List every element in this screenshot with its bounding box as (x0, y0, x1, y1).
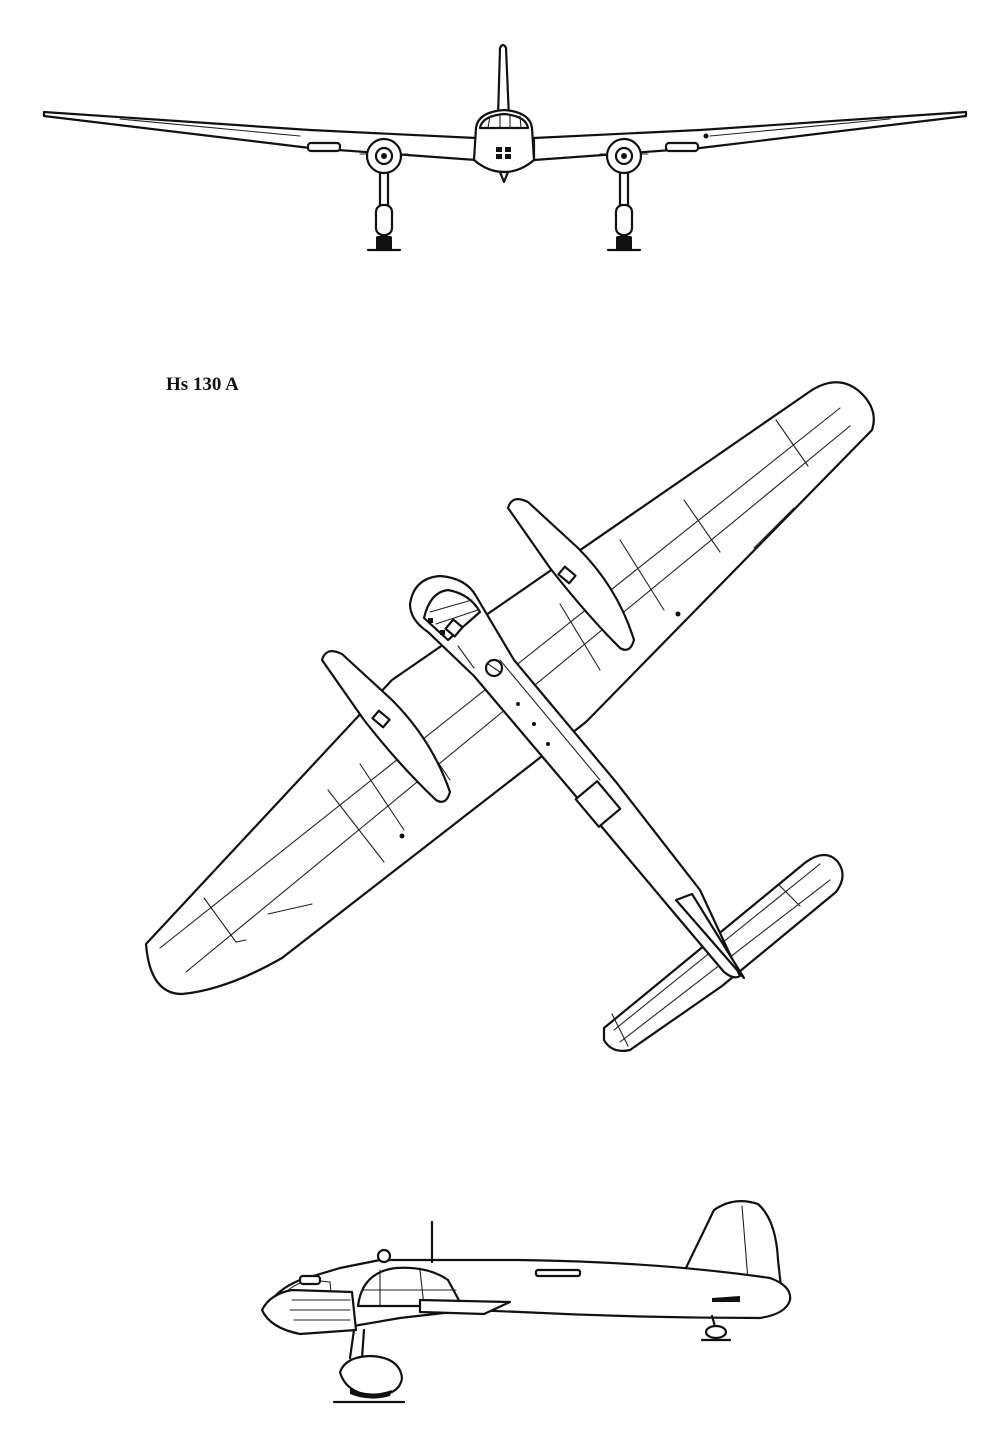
side-main-wheel (338, 1354, 404, 1398)
top-cockpit (422, 588, 482, 642)
front-right-wheel (614, 203, 634, 237)
front-right-flap-fairing (664, 141, 700, 153)
aircraft-designation-label: Hs 130 A (166, 374, 239, 395)
side-dome (376, 1248, 392, 1264)
top-view (144, 381, 875, 1052)
front-fin (496, 43, 511, 120)
front-chin (498, 170, 510, 184)
side-wing-root (418, 1298, 512, 1316)
top-fin (674, 892, 746, 980)
side-canopy (356, 1266, 464, 1308)
side-tail-wheel (704, 1324, 728, 1340)
front-cockpit-glazing (478, 112, 530, 130)
front-right-wing (532, 110, 968, 162)
front-left-wheel (374, 203, 394, 237)
side-view (260, 1199, 792, 1404)
front-left-flap-fairing (306, 141, 342, 153)
side-engine (260, 1288, 358, 1336)
front-view (42, 43, 968, 252)
top-hatch (574, 780, 622, 828)
front-left-wing (42, 110, 478, 162)
top-left-nacelle (320, 649, 452, 803)
